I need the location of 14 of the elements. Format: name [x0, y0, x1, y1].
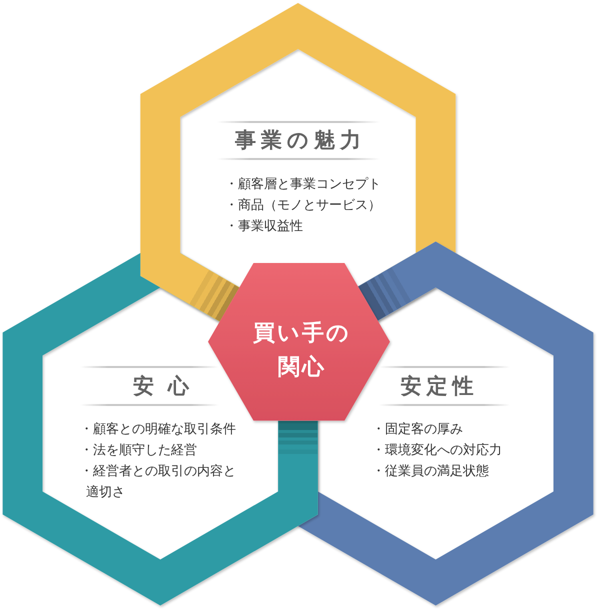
bullet-item: ・経営者との取引の内容と適切さ [80, 463, 237, 502]
bullet-item: ・商品（モノとサービス） [225, 197, 381, 215]
bullet-item: ・顧客層と事業コンセプト [225, 176, 381, 194]
section-heading: 安心 [132, 373, 203, 399]
section-heading: 安定性 [400, 373, 478, 399]
bullet-item: ・事業収益性 [225, 218, 304, 236]
bullet-item: ・従業員の満足状態 [372, 463, 490, 481]
bullet-item: ・法を順守した経営 [80, 442, 198, 460]
center-label: 買い手の関心 [252, 320, 352, 382]
bullet-item: ・固定客の厚み [372, 421, 464, 439]
section-heading: 事業の魅力 [234, 127, 366, 153]
bullet-item: ・環境変化への対応力 [372, 442, 502, 460]
bullet-item: ・顧客との明確な取引条件 [80, 421, 237, 439]
center-hexagon [208, 263, 390, 421]
